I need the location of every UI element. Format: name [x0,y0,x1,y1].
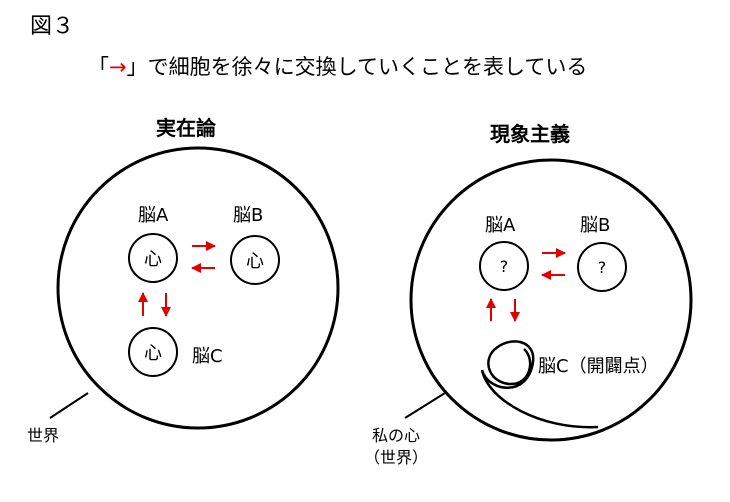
right-node-a [479,241,529,291]
left-title: 実在論 [156,116,216,140]
caption-open: 「 [88,55,109,79]
figure-label: 図３ [30,14,75,39]
left-node-a-label: 脳A [138,205,169,226]
right-diagram: 脳A ? 脳B ? 脳C（開闢点） 私の心 （世界） [364,158,693,467]
right-callout-line1: 私の心 [372,426,420,445]
caption: 「→」で細胞を徐々に交換していくことを表している [88,57,587,78]
right-title: 現象主義 [490,122,570,146]
right-world-circle [409,158,693,442]
left-callout: 世界 [27,426,59,445]
left-node-b-content: 心 [246,251,264,272]
right-node-a-content: ? [500,257,509,276]
right-callout-line2: （世界） [364,448,428,467]
caption-rest: 」で細胞を徐々に交換していくことを表している [126,55,588,79]
right-node-b-content: ? [598,258,607,277]
left-diagram: 脳A 心 脳B 心 心 脳C 世界 [27,146,340,445]
left-node-c-label: 脳C [192,346,223,367]
left-node-a-content: 心 [144,249,162,270]
right-callout-line [404,392,446,419]
right-node-b [577,242,627,292]
right-node-c-label: 脳C（開闢点） [538,356,659,377]
left-node-c [128,327,178,377]
left-callout-line [49,392,89,419]
left-node-c-content: 心 [144,343,162,364]
right-node-b-label: 脳B [580,215,610,236]
right-opening-point-spiral [480,340,599,429]
left-node-b-label: 脳B [233,205,263,226]
right-node-a-label: 脳A [485,215,516,236]
caption-arrow: → [109,55,127,79]
left-world-circle [56,146,340,430]
left-node-b [230,235,280,285]
left-node-a [128,233,178,283]
